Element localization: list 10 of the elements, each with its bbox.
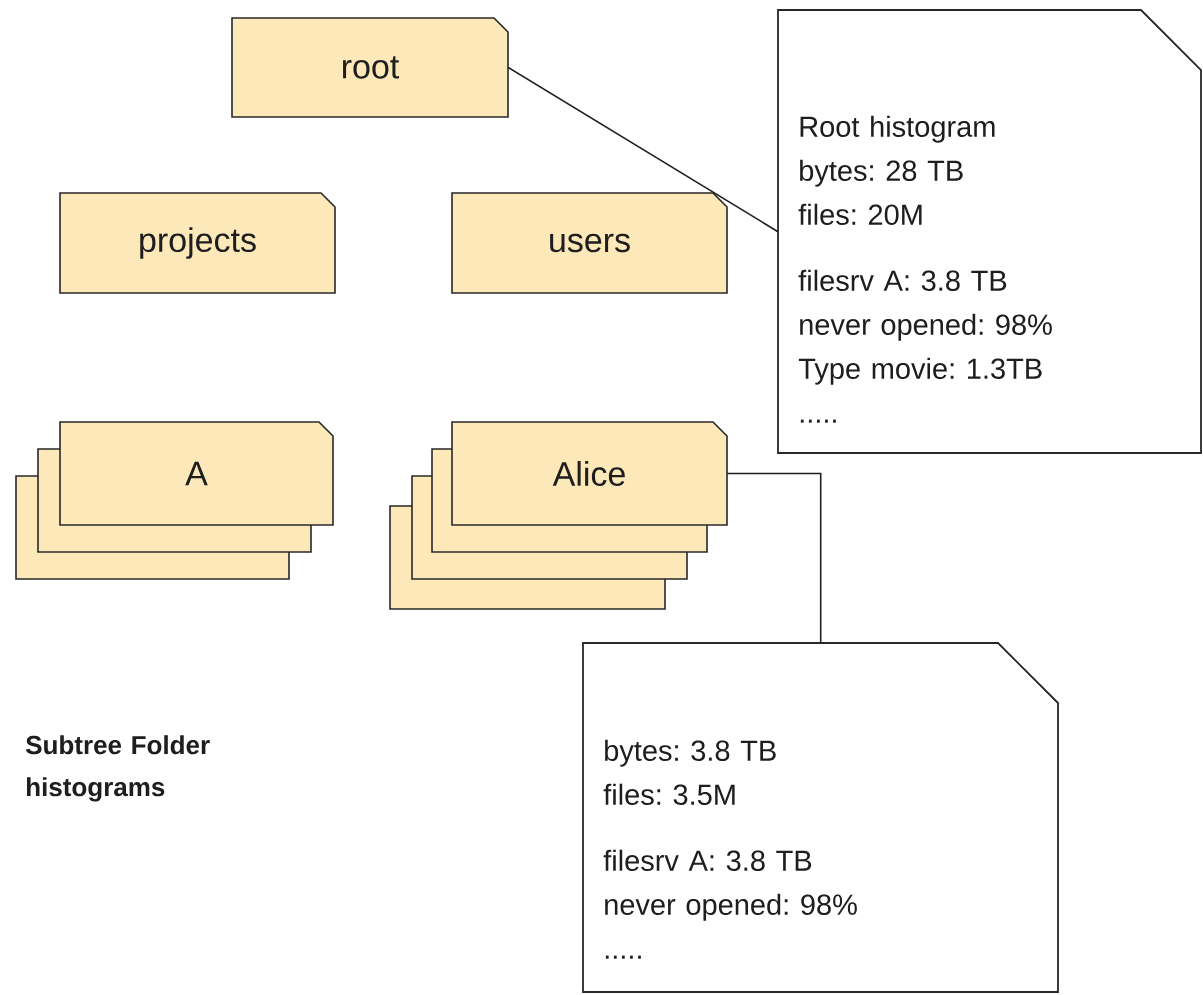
folder-box: projects xyxy=(59,192,336,294)
connector-line xyxy=(726,472,822,644)
folder-box: users xyxy=(451,192,728,294)
note-box: bytes: 3.8 TB files: 3.5M filesrv A: 3.8 TB never opened: 98% ..... xyxy=(582,642,1059,993)
folder-stack: Alice xyxy=(389,421,728,610)
folder-box: root xyxy=(231,17,509,118)
caption-text: Subtree Folder histograms xyxy=(25,735,210,802)
folder-stack: A xyxy=(15,421,334,580)
connector-line xyxy=(507,66,779,233)
note-box: Root histogram bytes: 28 TB files: 20M filesrv A: 3.8 TB never opened: 98% Type movie: 1.3TB ..... xyxy=(777,9,1202,454)
